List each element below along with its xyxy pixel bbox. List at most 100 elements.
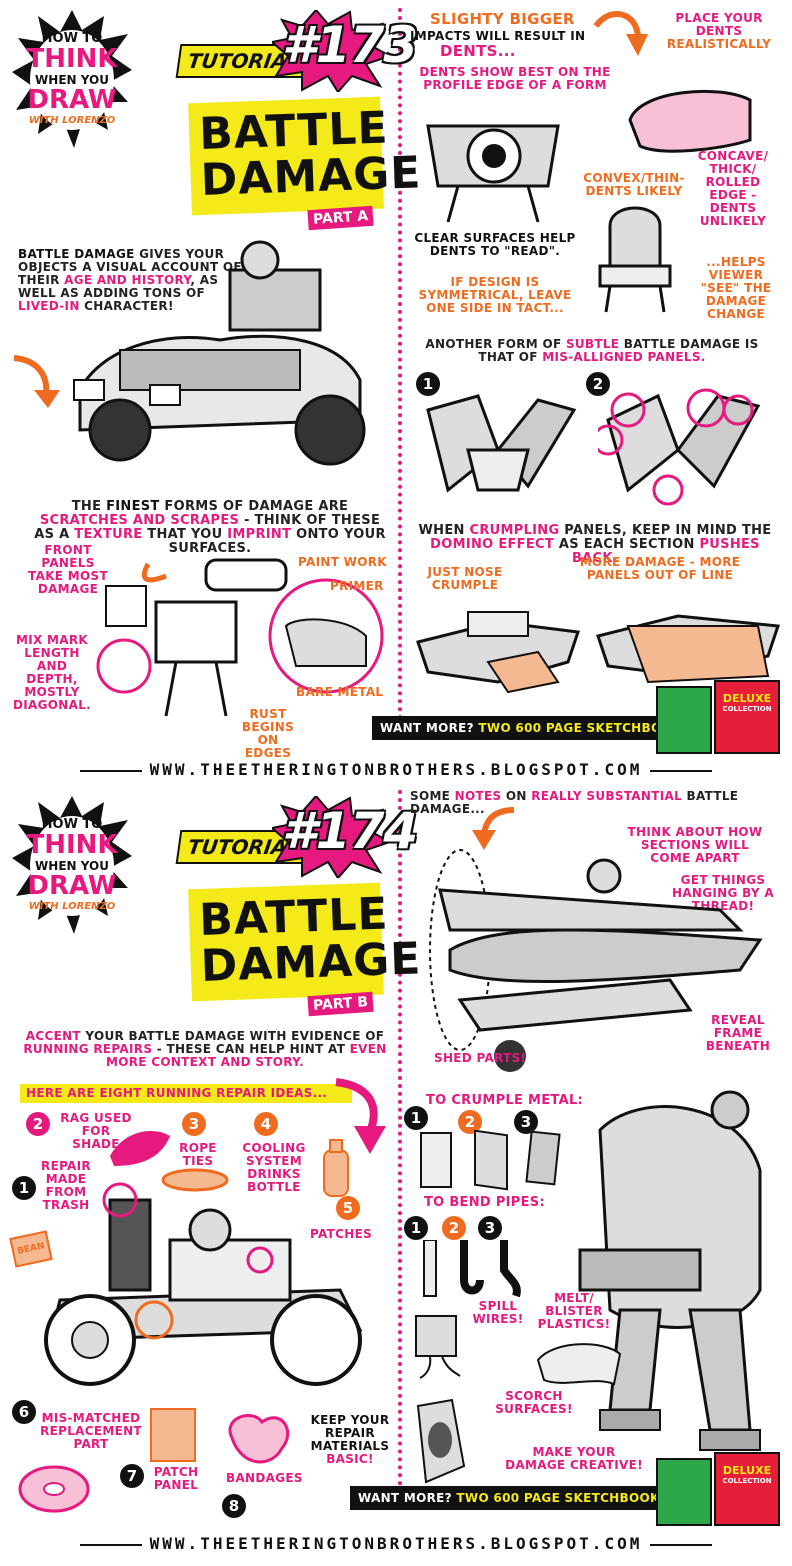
idea-number-8: 8 — [222, 1494, 246, 1518]
walker-robot-illustration — [96, 558, 384, 717]
text-run: FINEST — [106, 499, 160, 514]
think-about-label: THINK ABOUT HOW SECTIONS WILL COME APART — [627, 825, 763, 865]
text-run: ONTO YOUR SURFACES. — [168, 527, 386, 556]
starburst-icon — [272, 796, 390, 878]
idea-number-1: 1 — [12, 1176, 36, 1200]
title-line-2: DAMAGE — [199, 933, 423, 992]
text-run: SOME — [410, 789, 455, 803]
replacement-wheel-icon — [18, 1465, 90, 1513]
text-run: ACCENT — [25, 1029, 81, 1043]
text-run: WHEN — [418, 523, 470, 538]
dents-label: DENTS... — [440, 42, 516, 60]
idea-8-label: BANDAGES — [226, 1471, 303, 1485]
logo-line-4: DRAW — [27, 871, 117, 901]
how-to-think-logo: HOW TO THINK WHEN YOU DRAW WITH LORENZO — [12, 10, 132, 148]
pipe-step-3: 3 — [478, 1216, 502, 1240]
intro-paragraph: BATTLE DAMAGE GIVES YOUR OBJECTS A VISUA… — [18, 248, 248, 313]
ship-panels-illustration-2 — [598, 388, 761, 506]
sketchbook-cover-2-top: DELUXE COLLECTION — [714, 680, 780, 754]
blog-url-bottom[interactable]: WWW.THEETHERINGTONBROTHERS.BLOGSPOT.COM — [0, 1534, 792, 1553]
bare-metal-label: BARE METAL — [296, 685, 384, 699]
curved-arrow-icon — [472, 807, 515, 850]
mech-illustration — [578, 1090, 762, 1451]
scorched-panel-illustration — [416, 1398, 466, 1484]
ship-panels-illustration-1 — [426, 394, 577, 493]
symmetrical-label: IF DESIGN IS SYMMETRICAL, LEAVE ONE SIDE… — [418, 275, 572, 315]
tutorial-number: #173 — [282, 16, 418, 74]
wires-illustration — [415, 1315, 461, 1379]
idea-number-3: 3 — [182, 1112, 206, 1136]
make-damage-label: MAKE YOUR DAMAGE CREATIVE! — [505, 1445, 643, 1472]
patch-panel-icon — [150, 1408, 196, 1462]
clear-surfaces-text: CLEAR SURFACES HELP DENTS TO "READ". — [414, 231, 576, 258]
accent-paragraph: ACCENT YOUR BATTLE DAMAGE WITH EVIDENCE … — [20, 1030, 390, 1069]
logo-line-3: WHEN YOU — [35, 859, 109, 873]
more-damage-label: MORE DAMAGE - MORE PANELS OUT OF LINE — [579, 555, 741, 582]
idea-2-label: RAG USED FOR SHADE — [60, 1111, 132, 1151]
biplane-illustration — [429, 849, 763, 1072]
logo-line-2: THINK — [26, 830, 118, 860]
text-run: NOTES — [454, 789, 502, 803]
to-bend-label: TO BEND PIPES: — [424, 1195, 545, 1210]
convex-label: CONVEX/THIN-DENTS LIKELY — [583, 171, 685, 198]
text-run: CHARACTER! — [79, 299, 174, 313]
text-run: THAT YOU — [142, 527, 228, 542]
idea-number-2: 2 — [26, 1112, 50, 1136]
step-number-2: 2 — [586, 372, 610, 396]
melt-label: MELT/ BLISTER PLASTICS! — [537, 1291, 611, 1331]
text-run: REALLY SUBSTANTIAL — [531, 789, 683, 803]
text-run: TEXTURE — [74, 527, 143, 542]
crumpled-ship-illustration-2 — [596, 614, 781, 684]
blog-url-top[interactable]: WWW.THEETHERINGTONBROTHERS.BLOGSPOT.COM — [0, 760, 792, 779]
reveal-frame-label: REVEAL FRAME BENEATH — [705, 1013, 771, 1053]
logo-line-3: WHEN YOU — [35, 73, 109, 87]
text-run: EVEN MORE CONTEXT AND STORY. — [105, 1042, 387, 1069]
text-run: SUBTLE — [565, 337, 620, 351]
text-run: SCRATCHES AND SCRAPES — [39, 513, 240, 528]
text-run: PANELS, KEEP IN MIND THE — [559, 523, 772, 538]
part-badge-2: PART B — [307, 991, 374, 1017]
deluxe-label: DELUXE — [722, 1464, 772, 1477]
rust-label: RUST BEGINS ON EDGES — [241, 707, 295, 760]
text-run: LIVED-IN — [18, 299, 80, 313]
bottle-icon — [323, 1139, 349, 1197]
how-to-think-logo-2: HOW TO THINK WHEN YOU DRAW WITH LORENZO — [12, 796, 132, 934]
text-run: . — [612, 551, 619, 566]
sketchbook-banner-bottom[interactable]: WANT MORE? TWO 600 PAGE SKETCHBOOKS! — [350, 1486, 683, 1510]
rope-icon — [161, 1168, 229, 1192]
text-run: ON — [501, 789, 532, 803]
idea-number-5: 5 — [336, 1196, 360, 1220]
idea-1-label: REPAIR MADE FROM TRASH — [41, 1159, 91, 1212]
collection-label: COLLECTION — [722, 1477, 772, 1485]
step-number-1: 1 — [416, 372, 440, 396]
text-run: BATTLE DAMAGE — [18, 247, 135, 261]
logo-line-1: HOW TO — [41, 31, 103, 46]
spill-wires-label: SPILL WIRES! — [472, 1299, 524, 1326]
title-line-1: BATTLE — [198, 888, 390, 947]
finest-paragraph: THE FINEST FORMS OF DAMAGE ARE SCRATCHES… — [30, 500, 390, 556]
idea-number-6: 6 — [12, 1400, 36, 1424]
paint-work-label: PAINT WORK — [298, 555, 387, 569]
title-block: BATTLE DAMAGE — [188, 96, 422, 216]
title-block-2: BATTLE DAMAGE — [188, 882, 423, 1002]
primer-label: PRIMER — [330, 579, 384, 593]
pipes-illustration — [423, 1240, 521, 1298]
to-crumple-label: TO CRUMPLE METAL: — [426, 1093, 584, 1108]
text-run: - THESE CAN HELP HINT AT — [152, 1042, 350, 1056]
sketchbook-cover-2-bottom: DELUXE COLLECTION — [714, 1452, 780, 1526]
logo-line-4: DRAW — [27, 85, 117, 115]
shed-parts-label: SHED PARTS! — [434, 1051, 527, 1065]
text-run: ANOTHER FORM OF — [425, 337, 566, 351]
sketchbook-cover-1-bottom — [656, 1458, 712, 1526]
starburst-icon — [272, 10, 390, 92]
scorch-label: SCORCH SURFACES! — [495, 1389, 573, 1416]
concave-label: CONCAVE/ THICK/ ROLLED EDGE - DENTS UNLI… — [697, 149, 769, 228]
battle-car-illustration — [73, 240, 366, 466]
crumple-step-1: 1 — [404, 1106, 428, 1130]
impacts-text: IMPACTS WILL RESULT IN — [410, 29, 586, 43]
sketchbook-banner-top[interactable]: WANT MORE? TWO 600 PAGE SKETCHBOOKS! — [372, 716, 705, 740]
text-run: AS EACH SECTION — [554, 537, 700, 552]
center-divider-top — [398, 8, 402, 728]
mix-mark-label: MIX MARK LENGTH AND DEPTH, MOSTLY DIAGON… — [13, 633, 91, 712]
